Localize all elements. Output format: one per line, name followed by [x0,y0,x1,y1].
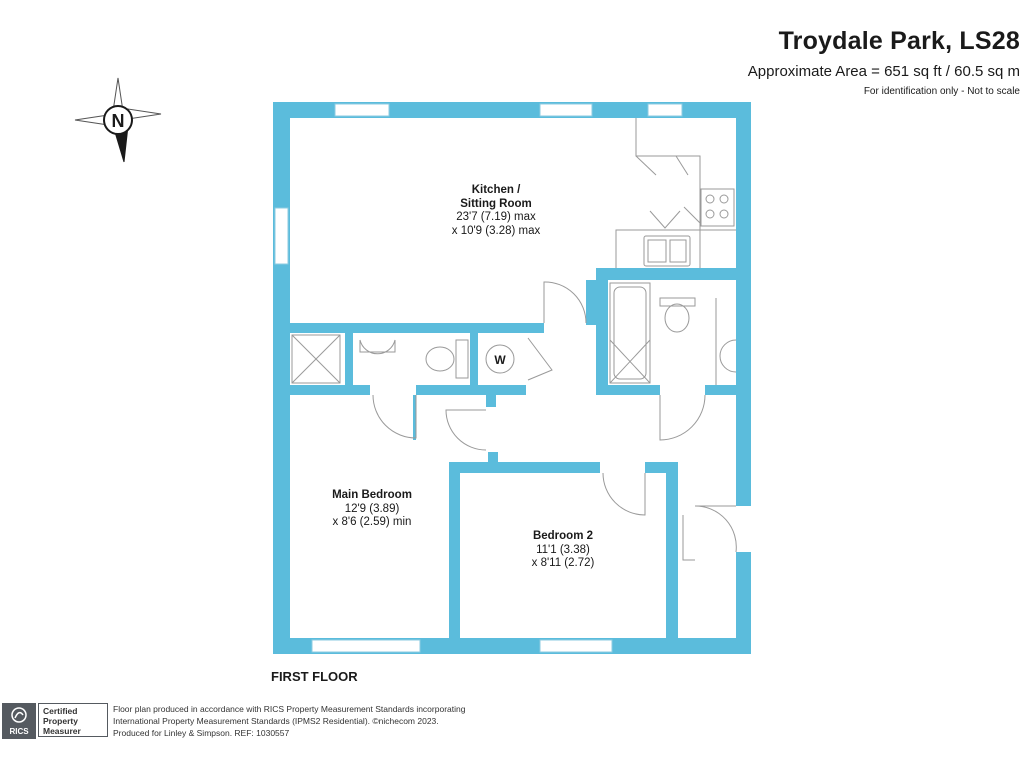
rics-line2: Property [43,716,78,726]
rics-certified-box: Certified Property Measurer [38,703,108,737]
rics-line3: Measurer [43,726,81,736]
cupboard-label: W [494,353,506,367]
main-bedroom-label: Main Bedroom 12'9 (3.89) x 8'6 (2.59) mi… [332,489,412,530]
rics-emblem-icon [11,707,27,723]
compass-icon: N [74,77,162,163]
rics-logo-text: RICS [9,727,29,736]
compass-north-label: N [112,111,125,131]
kitchen-name-line2: Sitting Room [460,197,532,210]
kitchen-name-line1: Kitchen / [471,184,521,196]
footer-line3: Produced for Linley & Simpson. REF: 1030… [113,728,290,738]
kitchen-label: Kitchen / Sitting Room 23'7 (7.19) max x… [452,184,541,238]
footer-line1: Floor plan produced in accordance with R… [113,704,466,714]
approximate-area: Approximate Area = 651 sq ft / 60.5 sq m [747,63,1020,80]
rics-logo-icon: RICS [2,703,36,739]
bedroom2-dim2: x 8'11 (2.72) [531,557,595,569]
bedroom2-name: Bedroom 2 [532,530,594,542]
main-bedroom-dim2: x 8'6 (2.59) min [332,516,412,528]
property-title: Troydale Park, LS28 [778,27,1020,55]
footer-disclaimer: Floor plan produced in accordance with R… [113,703,465,739]
disclaimer-note: For identification only - Not to scale [863,86,1020,97]
bedroom2-label: Bedroom 2 11'1 (3.38) x 8'11 (2.72) [532,530,595,571]
bathroom-fittings [291,282,737,385]
windows [274,103,683,653]
door-swings [372,281,737,561]
rics-badge: RICS Certified Property Measurer [2,703,110,739]
footer-line2: International Property Measurement Stand… [113,716,439,726]
main-bedroom-name: Main Bedroom [332,489,412,501]
floor-label: FIRST FLOOR [271,669,358,684]
kitchen-dim2: x 10'9 (3.28) max [451,224,541,237]
bedroom2-dim1: 11'1 (3.38) [536,543,590,556]
kitchen-fittings [615,118,736,268]
main-bedroom-dim1: 12'9 (3.89) [344,502,400,515]
kitchen-dim1: 23'7 (7.19) max [456,211,536,223]
rics-line1: Certified [43,706,78,716]
